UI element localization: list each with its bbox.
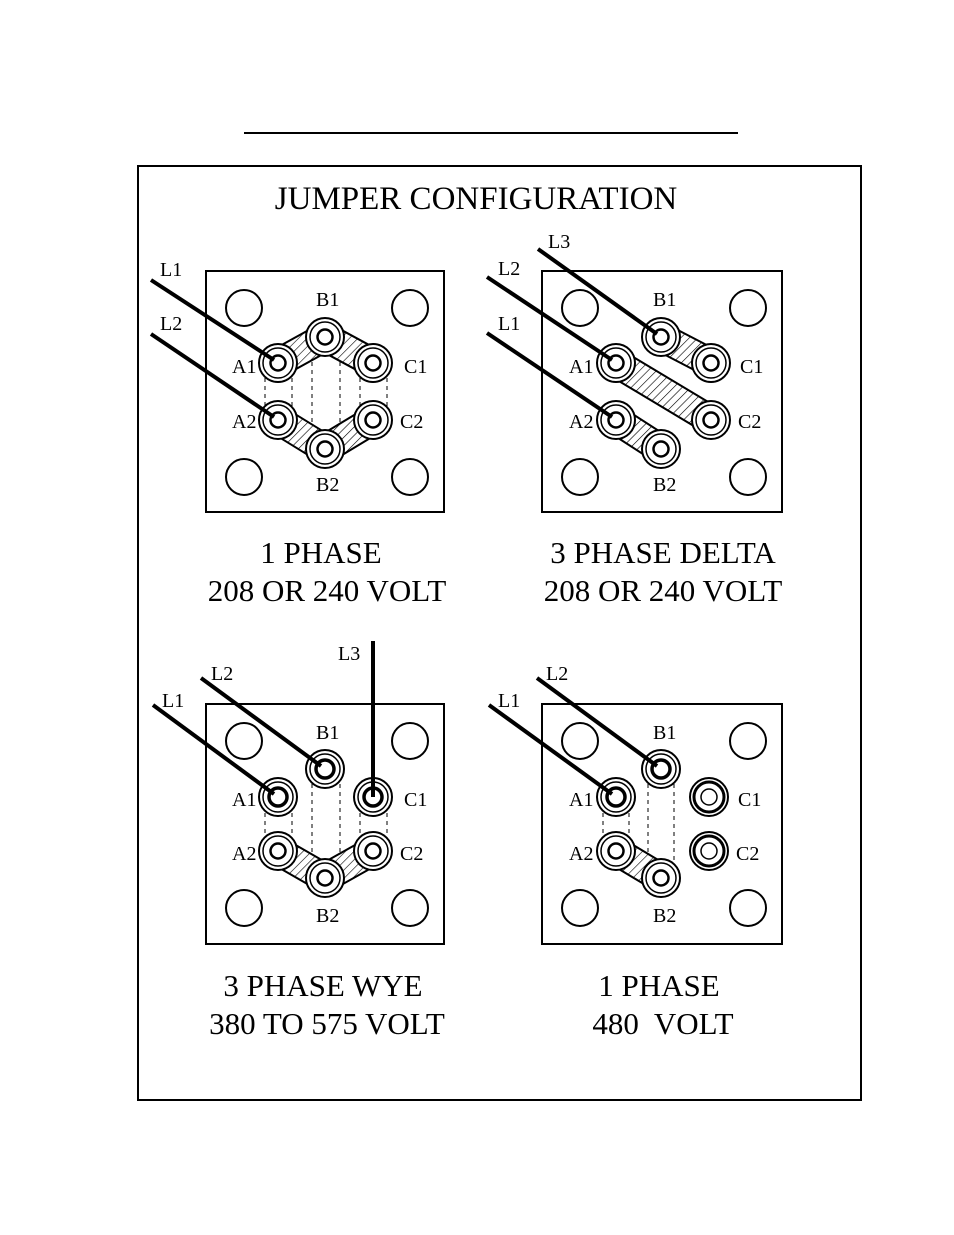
terminal-label: A1 xyxy=(232,789,256,811)
mounting-hole xyxy=(730,459,766,495)
panel-caption: 480 VOLT xyxy=(592,1006,733,1041)
terminal-label: B2 xyxy=(316,905,339,927)
line-label: L1 xyxy=(498,690,520,712)
terminal-label: C1 xyxy=(404,789,427,811)
mounting-hole xyxy=(730,723,766,759)
terminal-label: B2 xyxy=(316,474,339,496)
panel-caption: 3 PHASE WYE xyxy=(223,968,422,1003)
panel-caption: 208 OR 240 VOLT xyxy=(208,573,447,608)
mounting-hole xyxy=(730,890,766,926)
terminal-label: B1 xyxy=(316,722,339,744)
terminal-label: C2 xyxy=(736,843,759,865)
mounting-hole xyxy=(562,459,598,495)
diagram-title: JUMPER CONFIGURATION xyxy=(275,181,678,217)
mounting-hole xyxy=(392,890,428,926)
terminal-label: B1 xyxy=(316,289,339,311)
line-label: L3 xyxy=(338,643,360,665)
terminal-label: B1 xyxy=(653,722,676,744)
line-label: L2 xyxy=(211,663,233,685)
mounting-hole xyxy=(226,290,262,326)
terminal-label: B2 xyxy=(653,905,676,927)
line-label: L1 xyxy=(160,259,182,281)
terminal-label: A2 xyxy=(232,843,256,865)
mounting-hole xyxy=(562,723,598,759)
terminal-label: A1 xyxy=(569,356,593,378)
panel-3-phase-delta: L3 L2 L1 A1 A2 B1 B2 C1 C2 3 PHASE DELTA… xyxy=(487,231,782,608)
terminal-c2 xyxy=(690,832,728,870)
line-label: L2 xyxy=(498,258,520,280)
mounting-hole xyxy=(392,290,428,326)
panel-caption: 208 OR 240 VOLT xyxy=(544,573,783,608)
mounting-hole xyxy=(392,723,428,759)
terminal-label: C1 xyxy=(738,789,761,811)
terminal-label: A2 xyxy=(232,411,256,433)
mounting-hole xyxy=(562,290,598,326)
mounting-hole xyxy=(226,723,262,759)
line-label: L2 xyxy=(546,663,568,685)
terminal-label: C2 xyxy=(738,411,761,433)
mounting-hole xyxy=(562,890,598,926)
terminal-label: A2 xyxy=(569,411,593,433)
terminal-label: B2 xyxy=(653,474,676,496)
line-label: L3 xyxy=(548,231,570,253)
panel-3-phase-wye: L1 L2 L3 A1 A2 B1 B2 C1 C2 3 PHASE WYE 3… xyxy=(153,641,445,1041)
mounting-hole xyxy=(226,890,262,926)
line-label: L2 xyxy=(160,313,182,335)
terminal-label: B1 xyxy=(653,289,676,311)
terminal-label: A2 xyxy=(569,843,593,865)
terminal-label: A1 xyxy=(232,356,256,378)
terminal-label: C2 xyxy=(400,411,423,433)
outer-frame xyxy=(138,166,861,1100)
panel-caption: 1 PHASE xyxy=(598,968,719,1003)
line-label: L1 xyxy=(162,690,184,712)
panel-caption: 1 PHASE xyxy=(260,535,381,570)
terminal-label: C1 xyxy=(404,356,427,378)
mounting-hole xyxy=(730,290,766,326)
panel-1-phase-208-240: L1 L2 A1 A2 B1 B2 C1 C2 1 PHASE 208 OR 2… xyxy=(151,259,446,608)
panel-caption: 3 PHASE DELTA xyxy=(550,535,776,570)
terminal-label: C1 xyxy=(740,356,763,378)
terminal-c1 xyxy=(690,778,728,816)
panel-caption: 380 TO 575 VOLT xyxy=(209,1006,445,1041)
panel-1-phase-480: L1 L2 A1 A2 B1 B2 C1 C2 1 PHASE 480 VOLT xyxy=(489,663,782,1041)
terminal-label: A1 xyxy=(569,789,593,811)
mounting-hole xyxy=(392,459,428,495)
mounting-hole xyxy=(226,459,262,495)
line-label: L1 xyxy=(498,313,520,335)
terminal-label: C2 xyxy=(400,843,423,865)
